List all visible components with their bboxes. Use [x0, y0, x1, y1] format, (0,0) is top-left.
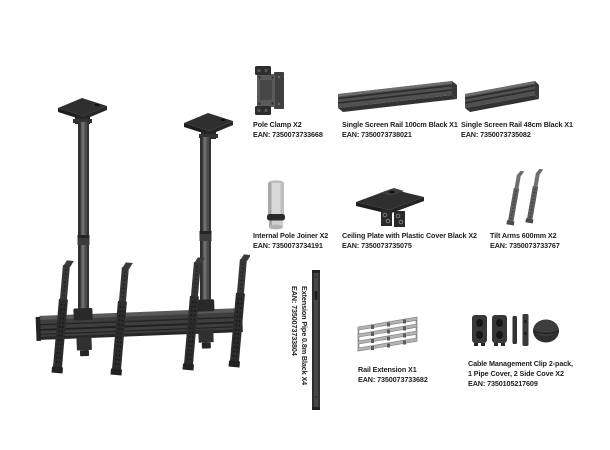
side-cover-1: [512, 316, 517, 344]
product-ean: EAN: 7350073735082: [461, 130, 531, 139]
screen-rail-100cm-image: [337, 81, 457, 112]
product-name: Pole Clamp X2: [253, 120, 302, 129]
pipe-cover: [533, 319, 559, 343]
product-name: Ceiling Plate with Plastic Cover Black X…: [342, 231, 477, 240]
product-name: Rail Extension X1: [358, 365, 417, 374]
extension-pipe-label: Extension Pipe 0.8m Black X4 EAN: 735007…: [289, 286, 309, 396]
rail-extension-label: Rail Extension X1 EAN: 7350073733682: [358, 365, 508, 385]
tilt-arms-image: [505, 167, 544, 227]
extension-pipe-image: [312, 270, 320, 410]
product-ean: EAN: 7350073733767: [490, 241, 560, 250]
pole-joiner-image: [267, 180, 285, 230]
product-ean: EAN: 7350073733804: [290, 286, 299, 356]
screen-rail-100cm-label: Single Screen Rail 100cm Black X1 EAN: 7…: [342, 120, 492, 140]
main-product-image: [35, 98, 250, 377]
left-pole: [77, 122, 90, 318]
product-name: Internal Pole Joiner X2: [253, 231, 329, 240]
product-name: Tilt Arms 600mm X2: [490, 231, 557, 240]
pole-joiner-label: Internal Pole Joiner X2 EAN: 73500737341…: [253, 231, 403, 251]
cable-clip-1: [472, 315, 487, 346]
ceiling-plate-cover-label: Ceiling Plate with Plastic Cover Black X…: [342, 231, 492, 251]
screen-rail-48cm-label: Single Screen Rail 48cm Black X1 EAN: 73…: [461, 120, 610, 140]
right-ceiling-plate: [184, 113, 233, 139]
cable-clip-2: [492, 315, 507, 346]
product-name: Single Screen Rail 48cm Black X1: [461, 120, 573, 129]
side-cover-2: [522, 314, 529, 346]
product-name: Cable Management Clip 2-pack,: [468, 359, 573, 368]
product-ean: EAN: 7350073735075: [342, 241, 412, 250]
product-ean: EAN: 7350105217609: [468, 379, 538, 388]
rail-extension-image: [357, 316, 418, 352]
left-ceiling-plate: [58, 98, 107, 124]
product-name: Single Screen Rail 100cm Black X1: [342, 120, 458, 129]
product-ean: EAN: 7350073733668: [253, 130, 323, 139]
screen-rail-48cm-image: [464, 81, 539, 112]
pole-clamp-label: Pole Clamp X2 EAN: 7350073733668: [253, 120, 403, 140]
product-name-line2: 1 Pipe Cover, 2 Side Cove X2: [468, 369, 564, 378]
product-ean: EAN: 7350073734191: [253, 241, 323, 250]
right-pole: [199, 137, 212, 313]
product-name: Extension Pipe 0.8m Black X4: [300, 286, 309, 386]
cable-management-image: [472, 314, 559, 346]
tilt-arms-label: Tilt Arms 600mm X2 EAN: 7350073733767: [490, 231, 610, 251]
ceiling-plate-cover-image: [356, 188, 424, 227]
cable-management-label: Cable Management Clip 2-pack, 1 Pipe Cov…: [468, 359, 610, 389]
pole-clamp-image: [255, 66, 284, 115]
product-ean: EAN: 7350073738021: [342, 130, 412, 139]
product-ean: EAN: 7350073733682: [358, 375, 428, 384]
